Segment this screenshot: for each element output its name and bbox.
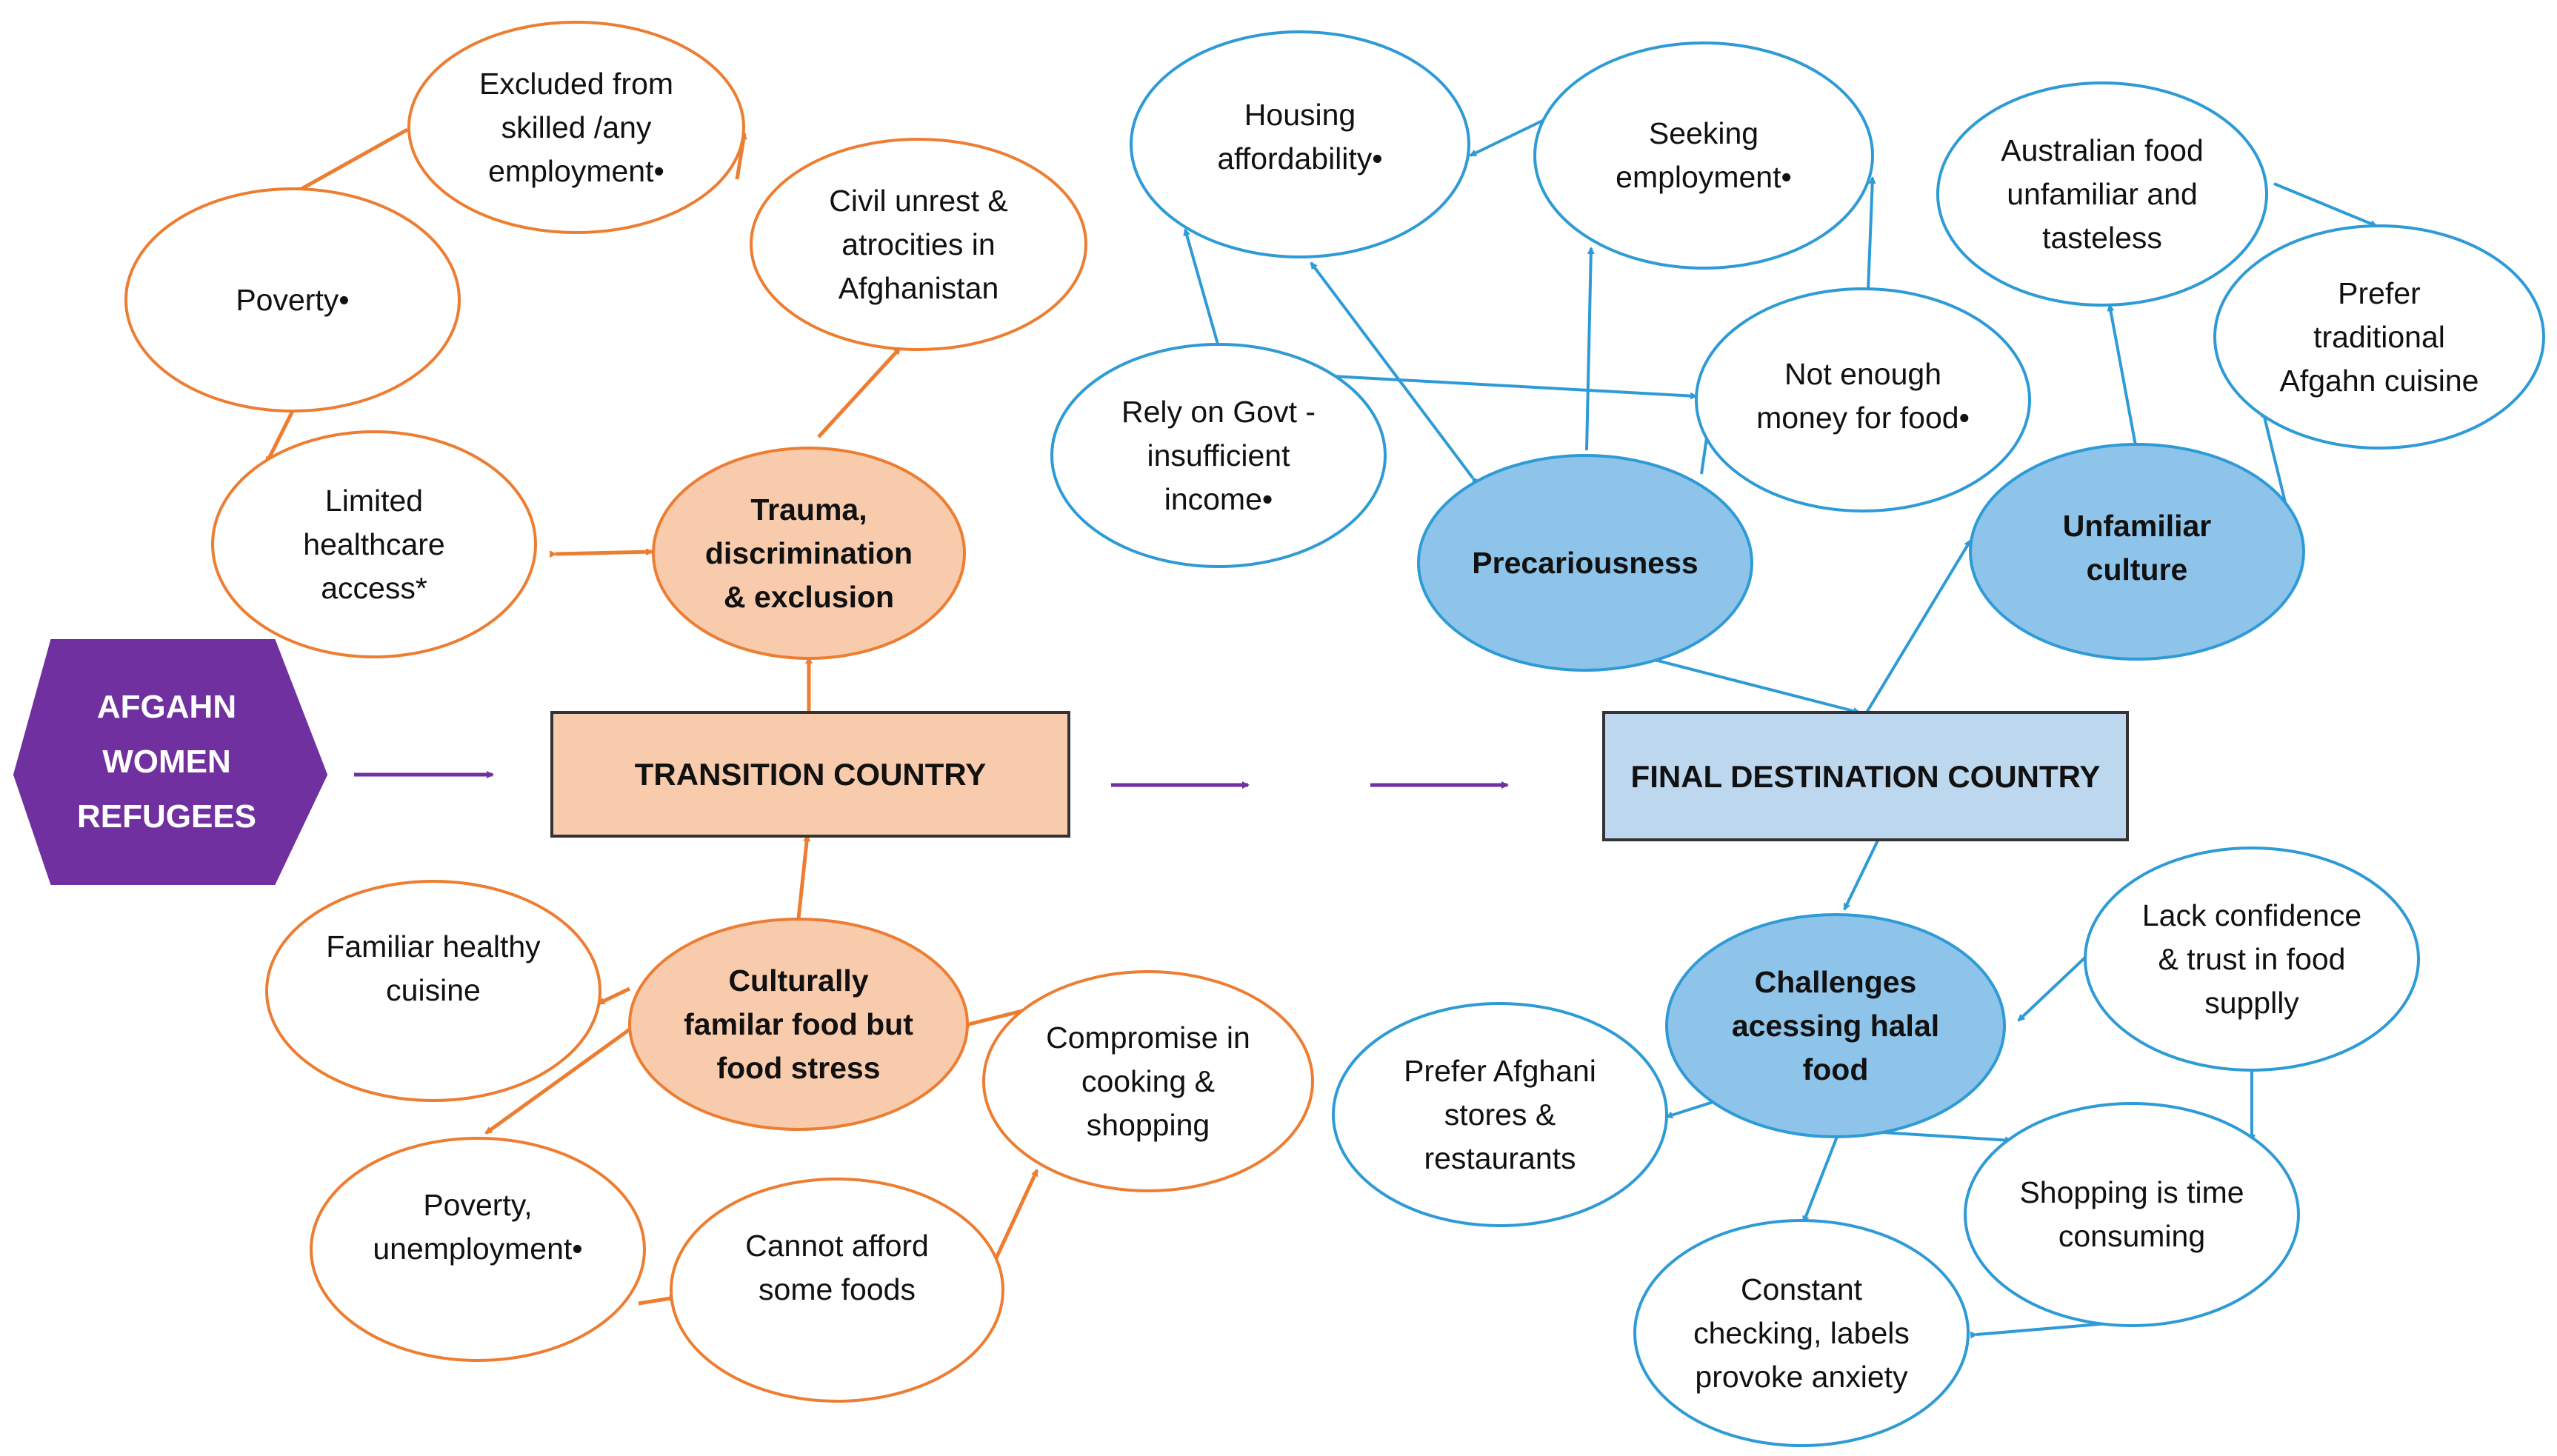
- civil-unrest-ellipse: [750, 138, 1087, 351]
- arrow-destination-box-to-challenges: [1843, 840, 1879, 911]
- arrow-precariousness-to-destination-box: [1651, 658, 1861, 715]
- housing-label: Housing affordability•: [1217, 98, 1383, 176]
- unfamiliar-culture-label: Unfamiliar culture: [2062, 509, 2212, 587]
- cannot-afford-label: Cannot afford some foods: [745, 1229, 929, 1306]
- challenges-halal-label: Challenges acessing halal food: [1731, 964, 1940, 1086]
- prefer-afghani-label: Prefer Afghani stores & restaurants: [1404, 1053, 1596, 1175]
- arrow-challenges-to-shopping-time: [1870, 1130, 2013, 1144]
- precariousness-label: Precariousness: [1472, 545, 1698, 580]
- prefer-traditional-ellipse: [2213, 224, 2545, 450]
- arrow-poverty-unemployment-to-cannot-afford: [638, 1295, 677, 1306]
- housing-ellipse: [1130, 30, 1470, 258]
- arrow-australian-food-to-prefer-traditional: [2273, 182, 2378, 227]
- trauma-ellipse: [652, 447, 966, 660]
- familiar-cuisine-label: Familiar healthy cuisine: [326, 929, 541, 1007]
- start-label: AFGAHN WOMEN REFUGEES: [76, 689, 257, 835]
- destination-nodes: [1050, 30, 2545, 1447]
- arrow-poverty-to-healthcare: [264, 410, 295, 464]
- lack-confidence-ellipse: [2084, 846, 2420, 1072]
- limited-healthcare-label: Limited healthcare access*: [303, 483, 445, 605]
- arrow-culturally-familiar-to-box: [796, 834, 811, 919]
- poverty-label: Poverty•: [236, 282, 350, 317]
- shopping-time-label: Shopping is time consuming: [2019, 1175, 2244, 1253]
- arrow-precariousness-to-seeking: [1585, 247, 1595, 451]
- transition-box-shape: [550, 711, 1070, 838]
- arrow-not-enough-to-seeking: [1867, 176, 1876, 291]
- rely-govt-label: Rely on Govt - insufficient income•: [1121, 394, 1316, 516]
- main-flow-connectors: [354, 771, 1509, 789]
- seeking-employment-ellipse: [1533, 41, 1874, 270]
- civil-unrest-label: Civil unrest & atrocities in Afghanistan: [829, 183, 1008, 305]
- australian-food-ellipse: [1936, 81, 2268, 307]
- not-enough-money-label: Not enough money for food•: [1756, 357, 1970, 435]
- excluded-employment-label: Excluded from skilled /any employment•: [479, 66, 674, 188]
- arrow-culturally-familiar-to-poverty-unemployment: [484, 1027, 631, 1135]
- transition-nodes: [124, 21, 1314, 1403]
- poverty-unemployment-label: Poverty, unemployment•: [373, 1188, 583, 1266]
- excluded-employment-ellipse: [407, 21, 745, 234]
- culturally-familiar-ellipse: [628, 918, 969, 1131]
- arrow-healthcare-trauma-double: [549, 548, 653, 558]
- arrow-unfamiliar-culture-to-australian-food: [2107, 304, 2138, 454]
- familiar-cuisine-ellipse: [265, 880, 601, 1102]
- prefer-traditional-label: Prefer traditional Afgahn cuisine: [2279, 275, 2479, 398]
- poverty-ellipse: [124, 187, 461, 413]
- trauma-label: Trauma, discrimination & exclusion: [704, 492, 913, 614]
- compromise-label: Compromise in cooking & shopping: [1046, 1020, 1250, 1142]
- rely-govt-ellipse: [1050, 343, 1387, 568]
- arrow-trauma-to-civil-unrest: [817, 347, 901, 438]
- start-hexagon-shape: [13, 639, 328, 885]
- arrow-excluded-to-poverty: [293, 127, 409, 195]
- arrow-rely-govt-to-not-enough: [1292, 373, 1698, 400]
- lack-confidence-label: Lack confidence & trust in food supplly: [2141, 898, 2362, 1020]
- shopping-time-ellipse: [1964, 1102, 2300, 1327]
- destination-box-label: FINAL DESTINATION COUNTRY: [1630, 758, 2101, 794]
- limited-healthcare-ellipse: [211, 430, 537, 658]
- arrow-destination-box-to-unfamiliar-culture: [1865, 539, 1972, 714]
- not-enough-money-ellipse: [1695, 287, 2031, 512]
- compromise-ellipse: [982, 970, 1314, 1192]
- precariousness-ellipse: [1417, 454, 1753, 672]
- seeking-employment-label: Seeking employment•: [1616, 116, 1792, 194]
- constant-checking-label: Constant checking, labels provoke anxiet…: [1693, 1272, 1910, 1394]
- challenges-halal-ellipse: [1665, 913, 2006, 1138]
- culturally-familiar-label: Culturally familar food but food stress: [684, 963, 913, 1085]
- arrow-precariousness-housing-double: [1310, 261, 1479, 485]
- arrow-lack-confidence-to-challenges: [2017, 954, 2089, 1022]
- australian-food-label: Australian food unfamiliar and tasteless: [2001, 133, 2204, 255]
- arrow-rely-govt-to-housing: [1183, 228, 1220, 347]
- unfamiliar-culture-ellipse: [1969, 443, 2305, 661]
- poverty-unemployment-ellipse: [310, 1137, 646, 1362]
- prefer-afghani-ellipse: [1332, 1002, 1668, 1227]
- arrow-unfamiliar-culture-to-prefer-traditional: [2261, 410, 2287, 503]
- arrow-challenges-to-constant-checking: [1802, 1136, 1838, 1223]
- constant-checking-ellipse: [1633, 1219, 1970, 1447]
- arrow-culturally-familiar-to-familiar-cuisine: [597, 986, 631, 1006]
- destination-box-shape: [1602, 711, 2129, 841]
- transition-box-label: TRANSITION COUNTRY: [634, 757, 987, 792]
- arrow-cannot-afford-to-compromise: [992, 1169, 1039, 1264]
- cannot-afford-ellipse: [670, 1178, 1004, 1403]
